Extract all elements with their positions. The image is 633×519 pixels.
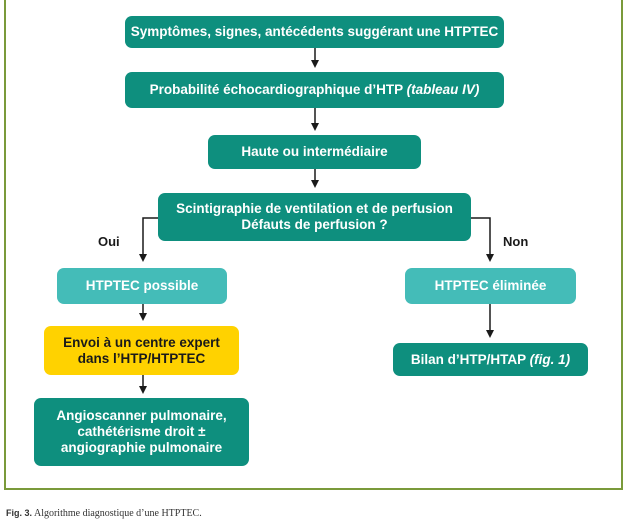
- box-bilan-text: Bilan d’HTP/HTAP (fig. 1): [411, 352, 570, 368]
- box-scintigraphie-text: Scintigraphie de ventilation et de perfu…: [176, 201, 453, 232]
- box-htptec-possible-text: HTPTEC possible: [85, 278, 199, 293]
- arrow-non-branch: [471, 217, 494, 262]
- box-symptomes: Symptômes, signes, antécédents suggérant…: [125, 16, 504, 48]
- box-probabilite: Probabilité échocardiographique d’HTP (t…: [125, 72, 504, 108]
- box-bilan-main: Bilan d’HTP/HTAP: [410, 351, 530, 367]
- box-symptomes-text: Symptômes, signes, antécédents suggérant…: [130, 24, 499, 39]
- box-probabilite-main: Probabilité échocardiographique d’HTP: [149, 82, 407, 97]
- box-probabilite-text: Probabilité échocardiographique d’HTP (t…: [150, 82, 480, 98]
- box-htptec-possible: HTPTEC possible: [57, 268, 227, 304]
- box-htptec-eliminee: HTPTEC éliminée: [405, 268, 576, 304]
- box-probabilite-ref: (tableau IV): [406, 82, 480, 97]
- label-oui: Oui: [98, 234, 120, 249]
- caption-prefix: Fig. 3.: [6, 508, 33, 518]
- box-angioscanner-text: Angioscanner pulmonaire, cathétérisme dr…: [56, 408, 227, 455]
- figure-caption: Fig. 3. Algorithme diagnostique d’une HT…: [6, 508, 202, 519]
- arrow-oui-branch: [139, 217, 158, 262]
- box-envoi-text: Envoi à un centre expert dans l’HTP/HTPT…: [63, 334, 220, 366]
- box-bilan-ref: (fig. 1): [529, 351, 571, 367]
- caption-text: Algorithme diagnostique d’une HTPTEC.: [33, 508, 202, 519]
- box-angioscanner: Angioscanner pulmonaire, cathétérisme dr…: [34, 398, 249, 466]
- label-non: Non: [503, 234, 529, 249]
- box-envoi-centre-expert: Envoi à un centre expert dans l’HTP/HTPT…: [44, 326, 239, 375]
- box-scintigraphie: Scintigraphie de ventilation et de perfu…: [158, 193, 471, 241]
- box-haute-intermediaire: Haute ou intermédiaire: [208, 135, 421, 169]
- box-htptec-eliminee-text: HTPTEC éliminée: [434, 278, 547, 293]
- box-haute-text: Haute ou intermédiaire: [241, 144, 388, 159]
- box-bilan-htp: Bilan d’HTP/HTAP (fig. 1): [393, 343, 588, 376]
